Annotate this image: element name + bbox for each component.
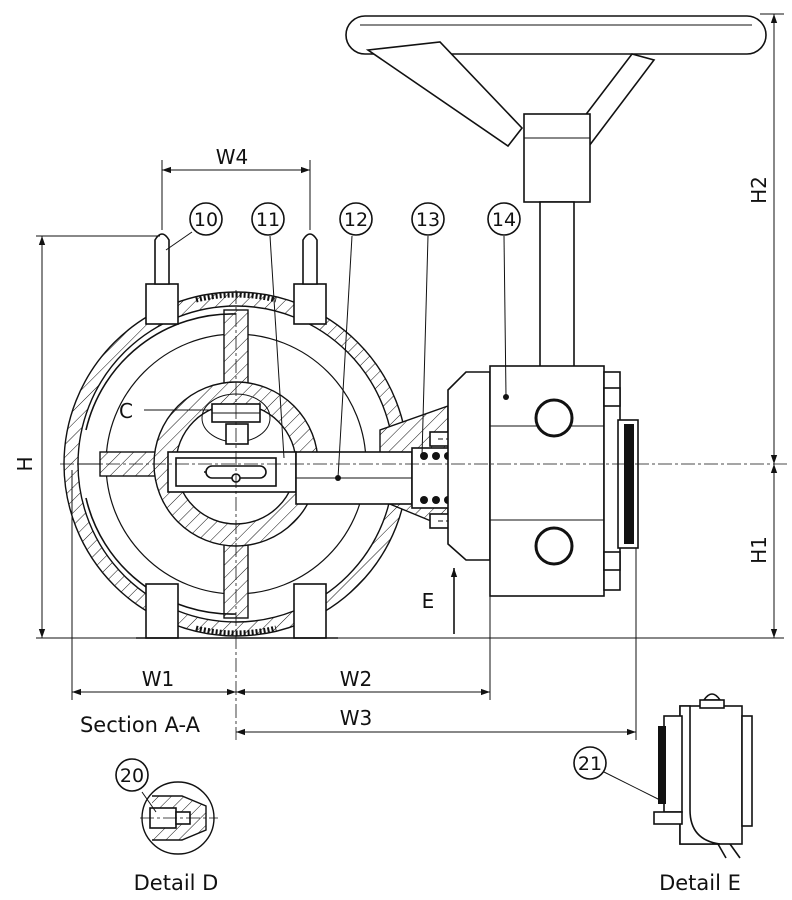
dim-w4-label: W4 [216, 145, 249, 169]
marker-c-label: C [119, 399, 133, 423]
center-lines [60, 290, 790, 740]
handwheel [345, 15, 767, 369]
callout-10-label: 10 [194, 209, 218, 231]
callout-21-label: 21 [578, 753, 602, 775]
detail-d-caption: Detail D [134, 871, 219, 895]
callout-11-label: 11 [256, 209, 280, 231]
section-caption: Section A-A [80, 713, 201, 737]
callout-10: 10 [165, 202, 223, 251]
callout-11: 11 [251, 202, 285, 459]
dim-h-label: H [13, 456, 37, 471]
dim-h1-label: H1 [747, 536, 771, 564]
callout-21: 21 [573, 746, 661, 801]
callout-12-label: 12 [344, 209, 368, 231]
callout-20: 20 [115, 758, 157, 813]
callout-13-label: 13 [416, 209, 440, 231]
central-shaft [167, 393, 297, 493]
callouts: 10 11 12 13 14 [165, 202, 521, 481]
dim-w3-label: W3 [340, 706, 373, 730]
dimension-lines [36, 13, 784, 740]
gearbox-housing [447, 365, 639, 597]
callout-12: 12 [335, 202, 373, 481]
handwheel-hub [523, 113, 591, 203]
input-shaft [539, 201, 575, 369]
callout-14: 14 [487, 202, 521, 397]
dim-w1-label: W1 [142, 667, 175, 691]
indicator-pins [145, 233, 327, 325]
dim-w2-label: W2 [340, 667, 373, 691]
detail-e: 21 Detail E [573, 693, 753, 895]
dim-h2-label: H2 [747, 176, 771, 204]
marker-e-label: E [422, 589, 435, 613]
callout-14-label: 14 [492, 209, 516, 231]
detail-e-caption: Detail E [659, 871, 741, 895]
callout-20-label: 20 [120, 765, 144, 787]
detail-d: 20 Detail D [115, 758, 219, 895]
callout-13: 13 [411, 202, 445, 457]
